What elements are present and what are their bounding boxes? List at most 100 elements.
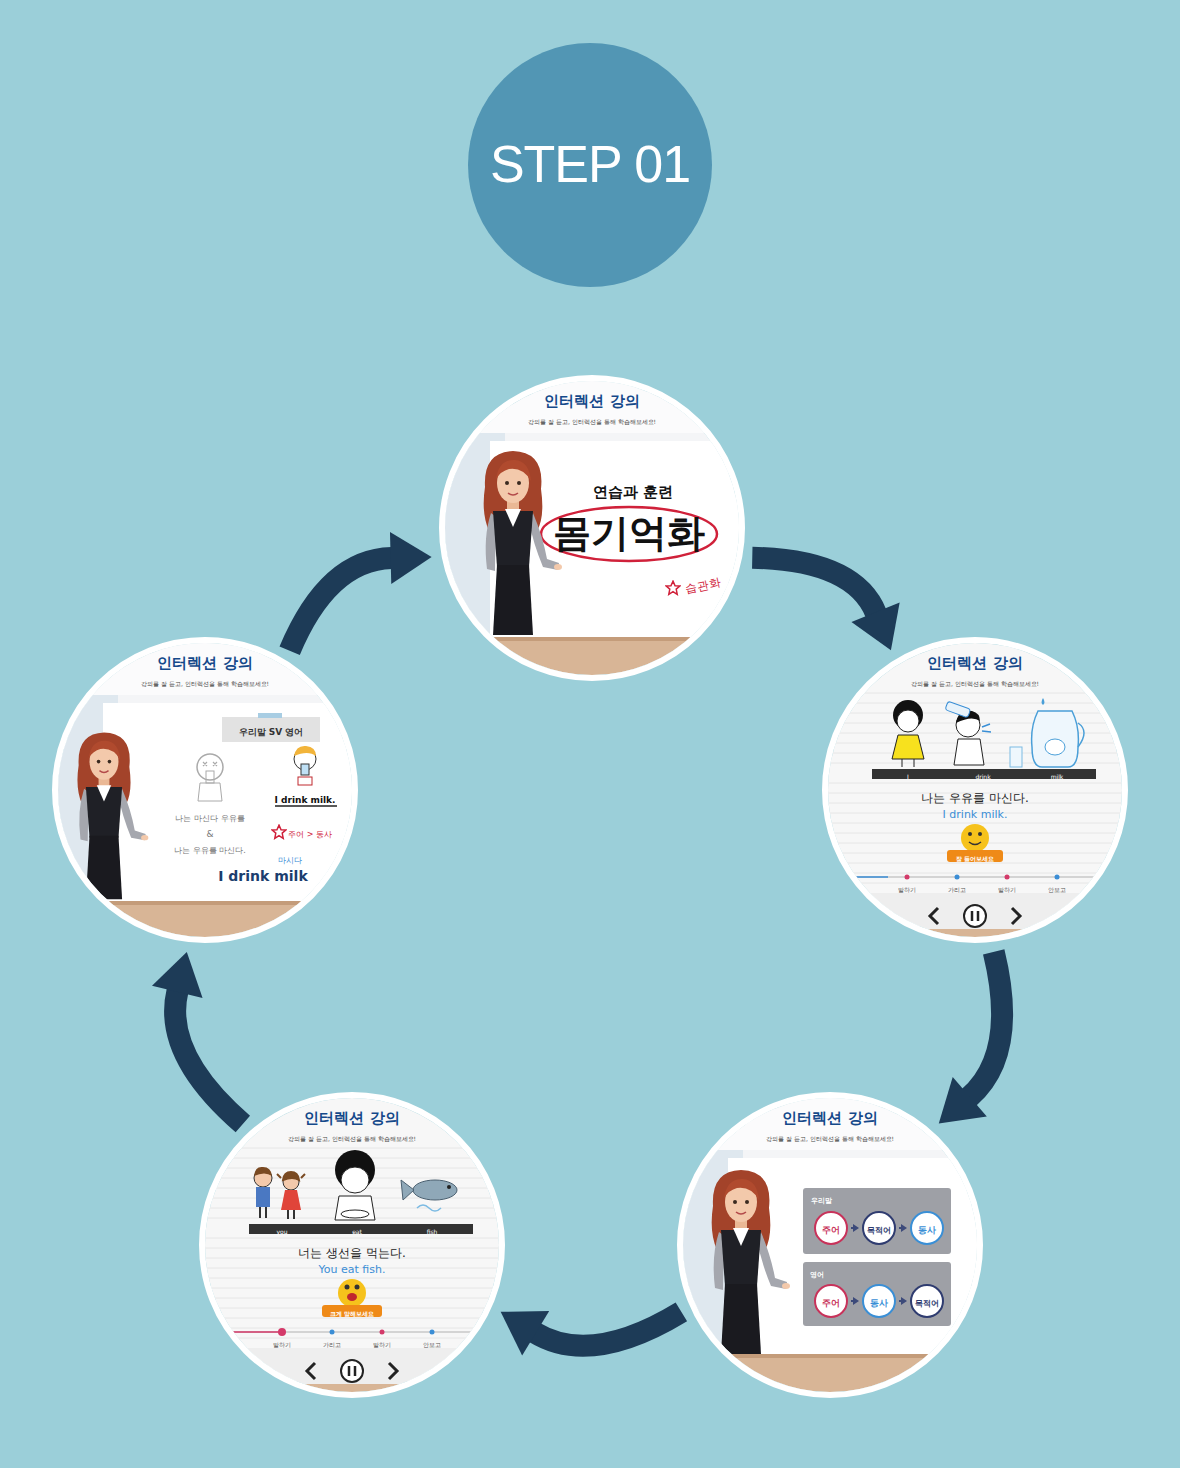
- connector: [290, 532, 432, 651]
- boy-body: [954, 739, 984, 765]
- text-holder: I drink milk: [218, 867, 307, 885]
- screenshot: [442, 378, 742, 678]
- timeline-dot: [905, 875, 910, 880]
- node-text: 안보고: [423, 1342, 441, 1349]
- text-holder: 나는 마신다 우유를: [175, 807, 244, 825]
- node-text: 인터렉션 강의: [927, 655, 1022, 672]
- text-holder: 강의를 잘 듣고, 인터렉션을 통해 학습해보세요!: [141, 672, 269, 690]
- whiteboard: [103, 703, 352, 901]
- scene-ground: [445, 381, 739, 675]
- node-text: 주어 > 동사: [288, 830, 332, 839]
- node-text: 동사: [870, 1298, 888, 1308]
- girl-legs: [902, 759, 914, 767]
- eater-face: [341, 1167, 369, 1193]
- connector: [899, 1297, 907, 1305]
- node-text: 나는 우유를 마신다.: [174, 846, 246, 855]
- text-holder: fish: [427, 1220, 438, 1238]
- emoji-face: [338, 1279, 366, 1307]
- screenshot: [825, 640, 1125, 940]
- kid-cup: [301, 764, 309, 775]
- node-text: 말하기: [273, 1342, 291, 1349]
- timeline: [233, 1331, 471, 1333]
- text-holder: 말하기: [373, 1333, 391, 1351]
- scene-ground: [58, 643, 352, 937]
- connector: [152, 952, 243, 1124]
- node-text: 안보고: [1048, 887, 1066, 894]
- emoji-face: [961, 824, 989, 852]
- connector: [501, 1311, 682, 1355]
- text-holder: 너는 생선을 먹는다.: [298, 1243, 405, 1261]
- grey-kid-head: [197, 754, 223, 780]
- badge-ribbon: [947, 850, 1003, 862]
- white-ring: [825, 640, 1125, 940]
- node-text: 인터렉션 강의: [782, 1110, 877, 1127]
- cycle-arrow-body: [535, 1312, 682, 1346]
- text-holder: 인터렉션 강의: [544, 392, 639, 410]
- text-holder: 안보고: [1048, 878, 1066, 896]
- text-holder: 목적어: [867, 1219, 891, 1237]
- star-icon: [666, 581, 680, 594]
- cycle-arrow-head: [501, 1311, 550, 1355]
- label-tab: [258, 713, 282, 718]
- text-holder: milk: [1051, 765, 1064, 783]
- floor: [445, 637, 739, 677]
- fish-eye: [447, 1185, 451, 1189]
- text-holder: 인터렉션 강의: [782, 1109, 877, 1127]
- kid-hair: [294, 746, 316, 756]
- connector: [851, 1297, 859, 1305]
- pause-bars: [349, 1366, 355, 1376]
- node-text: 주어: [822, 1225, 840, 1235]
- text-holder: 인터렉션 강의: [927, 654, 1022, 672]
- teacher-figure: [77, 733, 148, 900]
- grey-panel: 우리말주어 목적어 동사: [803, 1188, 951, 1254]
- text-holder: 말하기: [273, 1333, 291, 1351]
- text-holder: 연습과 훈련: [593, 483, 673, 501]
- text-holder: 가리고: [323, 1333, 341, 1351]
- node-text: I drink milk: [218, 868, 307, 884]
- grey-kid-body: [198, 783, 222, 801]
- node-text: 우리말 SV 영어: [239, 726, 304, 736]
- white-ring: [202, 1095, 502, 1395]
- text-holder: 강의를 잘 듣고, 인터렉션을 통해 학습해보세요!: [288, 1127, 416, 1145]
- girl-dress: [892, 735, 924, 759]
- text-holder: 강의를 잘 듣고, 인터렉션을 통해 학습해보세요!: [528, 410, 656, 428]
- text-holder: I: [907, 765, 909, 783]
- arrow-head: [853, 1224, 859, 1232]
- node-text: 주어: [822, 1298, 840, 1308]
- screenshot-circle: 인터렉션 강의강의를 잘 듣고, 인터렉션을 통해 학습해보세요!youeatf…: [205, 1098, 499, 1392]
- text-holder: 주어: [822, 1219, 840, 1237]
- fish-body: [413, 1180, 457, 1200]
- timeline-dot: [330, 1330, 335, 1335]
- node-text: 동사: [918, 1225, 936, 1235]
- scene-ground: [828, 643, 1122, 937]
- text-holder: 잘 들어보세요: [956, 847, 994, 865]
- boy-body: [256, 1187, 270, 1207]
- node-text: 영어: [810, 1271, 824, 1279]
- emoji-eye: [355, 1285, 360, 1290]
- text-holder: 인터렉션 강의: [157, 654, 252, 672]
- red-circle-mark: [541, 507, 717, 561]
- fish-tail: [401, 1180, 414, 1200]
- text-holder: STEP 01: [490, 135, 690, 195]
- node-text: 가리고: [323, 1342, 341, 1349]
- node-text: 나는 마신다 우유를: [175, 814, 244, 823]
- text-holder: 동사: [870, 1292, 888, 1310]
- milk-bottle: [945, 701, 971, 718]
- node-text: I drink milk.: [943, 809, 1008, 822]
- screenshot: [202, 1095, 502, 1395]
- node-text: You eat fish.: [319, 1264, 386, 1277]
- connector: [752, 558, 899, 651]
- text-holder: &: [206, 823, 213, 841]
- text-holder: 우리말: [811, 1189, 832, 1207]
- text-holder: drink: [975, 765, 990, 783]
- node-text: 강의를 잘 듣고, 인터렉션을 통해 학습해보세요!: [766, 1136, 894, 1143]
- text-holder: 주어: [822, 1292, 840, 1310]
- white-ring: [442, 378, 742, 678]
- kid-flag: [298, 777, 312, 785]
- node-text: 너는 생선을 먹는다.: [298, 1247, 405, 1261]
- node-text: you: [276, 1229, 287, 1236]
- word-circle: 주어: [814, 1211, 848, 1245]
- timeline-dot: [955, 875, 960, 880]
- glass: [1010, 747, 1022, 767]
